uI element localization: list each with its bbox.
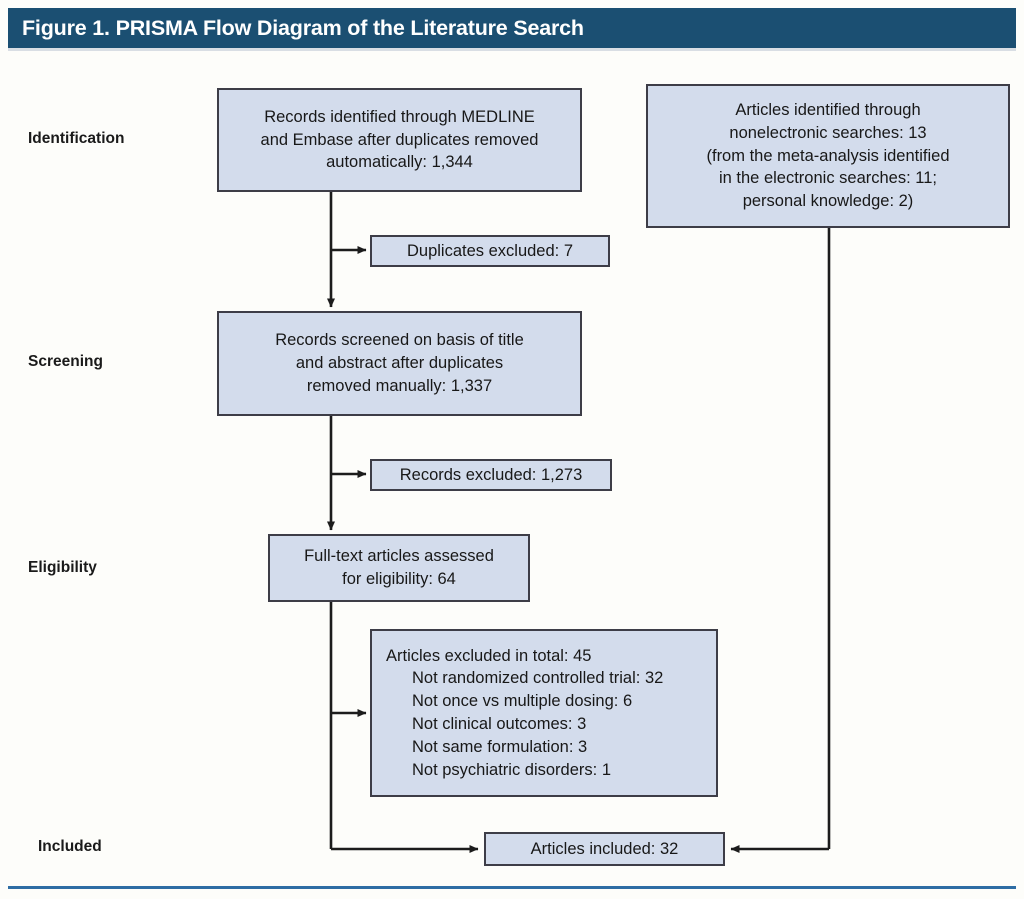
figure-title: Figure 1. PRISMA Flow Diagram of the Lit… [22,15,584,40]
node-nonelectronic-line2: nonelectronic searches: 13 [729,123,927,142]
node-articles-excluded-line3: Not once vs multiple dosing: 6 [412,692,633,711]
stage-label-identification: Identification [28,130,125,147]
node-records-identified-line2: and Embase after duplicates removed [260,130,539,149]
node-fulltext-assessed: Full-text articles assessed for eligibil… [268,534,530,602]
node-nonelectronic-line1: Articles identified through [735,101,921,120]
node-records-identified-line3: automatically: 1,344 [326,153,473,172]
node-records-screened-line1: Records screened on basis of title [275,331,524,350]
node-nonelectronic-line3: (from the meta-analysis identified [706,146,950,165]
stage-label-screening: Screening [28,353,103,370]
node-records-excluded: Records excluded: 1,273 [370,459,612,491]
figure-title-bar: Figure 1. PRISMA Flow Diagram of the Lit… [8,8,1016,48]
node-articles-excluded-line2: Not randomized controlled trial: 32 [412,669,664,688]
stage-label-eligibility: Eligibility [28,559,97,576]
node-fulltext-assessed-line1: Full-text articles assessed [304,547,494,566]
node-records-excluded-line1: Records excluded: 1,273 [399,465,583,484]
bottom-rule [8,886,1016,889]
node-nonelectronic-line5: personal knowledge: 2) [742,192,914,211]
node-records-identified-line1: Records identified through MEDLINE [264,107,535,126]
node-articles-excluded: Articles excluded in total: 45 Not rando… [370,629,718,797]
node-records-screened: Records screened on basis of title and a… [217,311,582,416]
node-fulltext-assessed-line2: for eligibility: 64 [342,570,456,588]
node-articles-excluded-line6: Not psychiatric disorders: 1 [412,760,611,779]
node-records-screened-line3: removed manually: 1,337 [306,376,493,395]
node-articles-included: Articles included: 32 [484,832,725,866]
node-articles-excluded-line1: Articles excluded in total: 45 [386,646,592,665]
node-records-identified: Records identified through MEDLINE and E… [217,88,582,192]
stage-label-included: Included [38,838,102,855]
node-articles-excluded-line5: Not same formulation: 3 [412,737,588,756]
node-records-screened-line2: and abstract after duplicates [295,354,504,373]
node-articles-included-line1: Articles included: 32 [530,839,679,858]
node-duplicates-excluded-line1: Duplicates excluded: 7 [406,241,573,260]
node-articles-excluded-line4: Not clinical outcomes: 3 [412,715,587,733]
title-underline [8,48,1016,51]
node-nonelectronic-line4: in the electronic searches: 11; [719,169,937,188]
node-nonelectronic-searches: Articles identified through nonelectroni… [646,84,1010,228]
node-duplicates-excluded: Duplicates excluded: 7 [370,235,610,267]
